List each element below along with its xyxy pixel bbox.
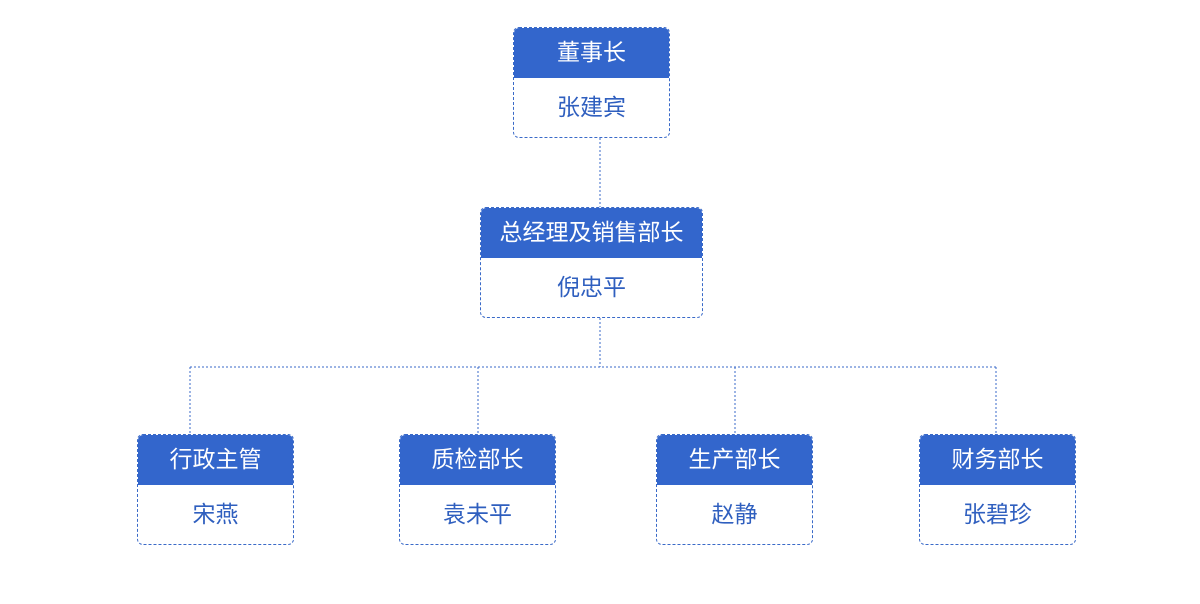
node-chairman: 董事长 张建宾 <box>513 27 670 138</box>
node-quality-name: 袁未平 <box>443 502 512 528</box>
node-finance-title: 财务部长 <box>920 435 1075 485</box>
node-admin-title: 行政主管 <box>138 435 293 485</box>
node-chairman-name: 张建宾 <box>557 95 626 121</box>
node-finance-name: 张碧珍 <box>963 502 1032 528</box>
node-quality-title: 质检部长 <box>400 435 555 485</box>
node-production: 生产部长 赵静 <box>656 434 813 545</box>
node-general-manager-title: 总经理及销售部长 <box>481 208 702 258</box>
node-admin: 行政主管 宋燕 <box>137 434 294 545</box>
node-quality: 质检部长 袁未平 <box>399 434 556 545</box>
node-general-manager: 总经理及销售部长 倪忠平 <box>480 207 703 318</box>
node-production-name: 赵静 <box>711 502 758 528</box>
node-production-title: 生产部长 <box>657 435 812 485</box>
node-finance: 财务部长 张碧珍 <box>919 434 1076 545</box>
node-general-manager-name: 倪忠平 <box>557 275 626 301</box>
node-chairman-title: 董事长 <box>514 28 669 78</box>
node-admin-name: 宋燕 <box>192 502 239 528</box>
